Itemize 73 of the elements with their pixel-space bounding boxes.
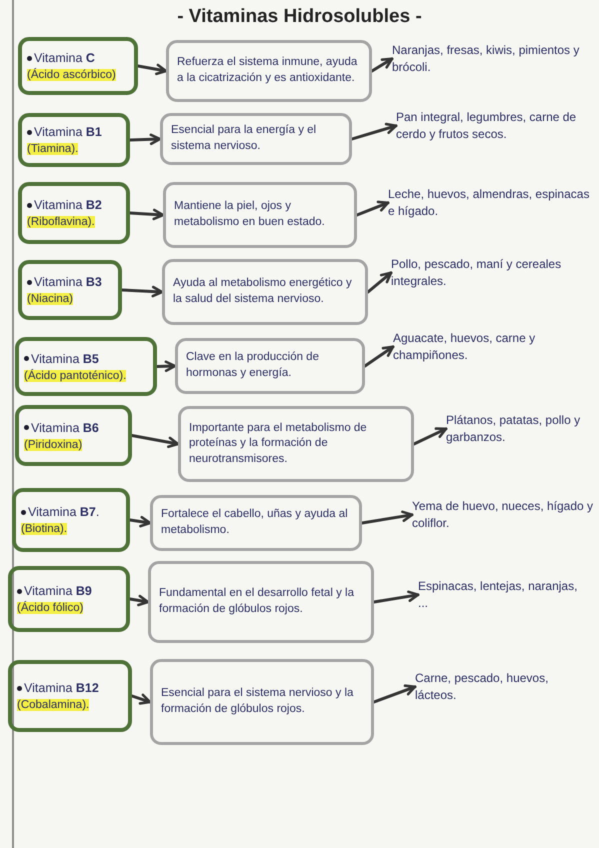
highlighted-chemical-name: (Niacina) — [27, 293, 74, 305]
arrow — [360, 510, 414, 524]
description-text: Mantiene la piel, ojos y metabolismo en buen estado. — [174, 199, 326, 230]
vitamin-box — [8, 660, 132, 732]
food-list-text: Espinacas, lentejas, naranjas, ... — [418, 578, 590, 612]
food-list-text: Carne, pescado, huevos, lácteos. — [415, 670, 575, 704]
arrow — [350, 122, 398, 140]
description-box — [148, 561, 374, 643]
description-text: Clave en la producción de hormonas y energía. — [186, 350, 320, 381]
description-box — [163, 182, 357, 248]
vitamin-name: Vitamina B6 — [31, 420, 99, 434]
vitamin-name: Vitamina B1 — [34, 125, 102, 139]
highlighted-chemical-name: (Ácido pantoténico). — [24, 370, 126, 382]
description-text: Fortalece el cabello, uñas y ayuda al metabolismo. — [161, 507, 349, 538]
description-text: Importante para el metabolismo de proteínas y la formación de neurotransmisores. — [189, 420, 368, 467]
vitamin-name: Vitamina C — [34, 51, 95, 65]
vitamin-box — [18, 113, 130, 167]
description-box — [166, 40, 372, 102]
arrow — [356, 200, 390, 216]
arrow — [372, 684, 416, 704]
vitamin-box — [8, 566, 130, 632]
arrow — [156, 360, 176, 372]
highlighted-chemical-name: (Piridoxina) — [24, 438, 82, 450]
vitamin-box — [18, 260, 122, 320]
description-text: Esencial para la energía y el sistema nervioso. — [171, 123, 318, 154]
food-list-text: Naranjas, fresas, kiwis, pimientos y brócoli. — [392, 42, 584, 76]
food-list-text: Yema de huevo, nueces, hígado y coliflor. — [412, 498, 596, 532]
arrow — [130, 434, 180, 448]
description-box — [160, 113, 352, 165]
description-text: Fundamental en el desarrollo fetal y la formación de glóbulos rojos. — [159, 586, 355, 617]
vitamin-box — [18, 182, 130, 244]
vitamin-name: Vitamina B9 — [24, 584, 92, 598]
highlighted-chemical-name: (Biotina). — [21, 523, 68, 535]
arrow — [130, 694, 152, 705]
arrow — [412, 427, 448, 446]
description-box — [150, 659, 374, 745]
description-box — [178, 406, 414, 482]
highlighted-chemical-name: (Tiamina). — [27, 143, 78, 155]
arrow — [364, 345, 394, 368]
vitamin-name: Vitamina B3 — [34, 275, 102, 289]
arrow — [136, 64, 168, 76]
description-text: Ayuda al metabolismo energético y la salud del sistema nervioso. — [173, 276, 353, 307]
arrow — [372, 590, 420, 604]
arrow — [128, 134, 162, 146]
vitamin-name: Vitamina B12 — [24, 681, 99, 695]
highlighted-chemical-name: (Ácido ascórbico) — [27, 69, 116, 81]
arrow — [120, 286, 164, 298]
highlighted-chemical-name: (Riboflavina). — [27, 216, 95, 228]
vitamin-name: Vitamina B7. — [28, 505, 100, 519]
arrow — [128, 516, 152, 528]
description-text: Refuerza el sistema inmune, ayuda a la cicatrización y es antioxidante. — [177, 55, 358, 86]
food-list-text: Pan integral, legumbres, carne de cerdo y frutos secos. — [396, 109, 594, 143]
title: - Vitaminas Hidrosolubles - — [177, 6, 422, 28]
vitamin-box — [18, 37, 138, 95]
food-list-text: Plátanos, patatas, pollo y garbanzos. — [446, 412, 596, 446]
food-list-text: Leche, huevos, almendras, espinacas e hígado. — [388, 186, 592, 220]
food-list-text: Pollo, pescado, maní y cereales integrales. — [391, 256, 591, 290]
highlighted-chemical-name: (Cobalamina). — [17, 699, 90, 711]
arrow — [128, 208, 164, 220]
food-list-text: Aguacate, huevos, carne y champiñones. — [393, 330, 597, 364]
vitamin-box — [15, 405, 132, 466]
vitamin-name: Vitamina B2 — [34, 198, 102, 212]
description-box — [150, 495, 362, 551]
highlighted-chemical-name: (Ácido fólico) — [17, 602, 84, 614]
description-box — [175, 338, 365, 394]
vitamin-name: Vitamina B5 — [31, 352, 99, 366]
arrow — [128, 594, 150, 606]
arrow — [366, 271, 392, 294]
vitamin-box — [12, 488, 130, 552]
arrow — [370, 57, 394, 72]
description-text: Esencial para el sistema nervioso y la formación de glóbulos rojos. — [161, 686, 354, 717]
description-box — [162, 259, 368, 325]
vitamin-box — [15, 337, 157, 396]
